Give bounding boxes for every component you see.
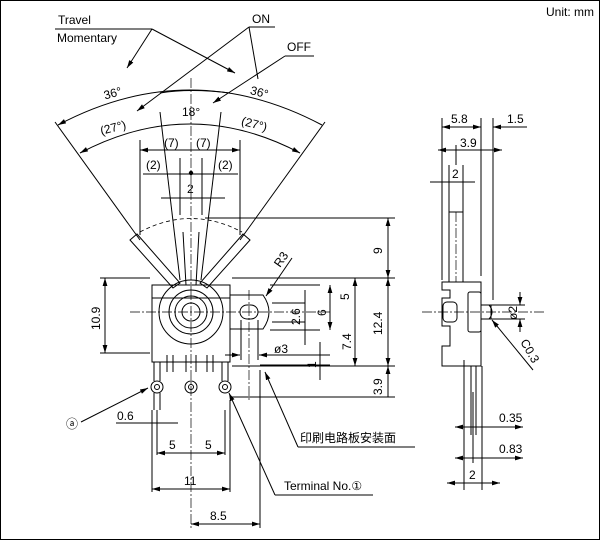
on-label: ON: [252, 12, 270, 26]
momentary-label: Momentary: [57, 31, 117, 45]
dim-height-10-9: 10.9: [89, 277, 150, 354]
dim-12-4-label: 12.4: [371, 311, 385, 335]
dim-9-label: 9: [371, 247, 385, 254]
dim-7-4-label: 7.4: [340, 333, 354, 350]
chamfer-label: C0.3: [517, 337, 542, 366]
callout-off: OFF: [212, 40, 314, 104]
hole-dia-label: ø3: [274, 342, 288, 356]
dim-2-6-label: 2.6: [289, 308, 303, 325]
terminal-no-label: Terminal No.①: [284, 479, 362, 493]
dim-2-left: (2): [146, 158, 161, 172]
side-dim-2-top-label: 2: [452, 167, 459, 181]
marker-a-label: ⓐ: [66, 417, 78, 431]
side-dim-2-bottom-label: 2: [469, 468, 476, 482]
unit-label: Unit: mm: [546, 5, 594, 19]
pitch-left-label: 5: [169, 438, 176, 452]
terminal-3: [218, 362, 232, 394]
dim-1-label: 1: [305, 361, 319, 368]
span-11-label: 11: [184, 474, 197, 488]
callout-terminal-no: Terminal No.①: [228, 392, 373, 496]
angle-center: 18°: [182, 105, 200, 119]
side-dim-0-35-label: 0.35: [499, 411, 523, 425]
dim-5-label: 5: [338, 293, 352, 300]
dim-7-right: (7): [196, 136, 211, 150]
side-view: 5.8 1.5 3.9 2 ø2 C0.3 0.35 0.83 2: [422, 112, 545, 490]
front-view-right-dims: 9 5 2.6 6 7.4 12.4 1 3.9 R3 ø3: [205, 217, 395, 398]
angle-outer-left: 36°: [102, 84, 123, 102]
angle-inner-right: (27°): [240, 114, 269, 134]
angle-outer-right: 36°: [249, 83, 270, 101]
dim-0-6-label: 0.6: [117, 409, 134, 423]
height-10-9-label: 10.9: [89, 306, 103, 330]
lever-dimensions: (7) (7) (2) (2) 2: [139, 136, 241, 235]
callout-travel-momentary: Travel Momentary: [55, 13, 236, 74]
front-view-bottom-dims: 0.6 5 5 11 8.5: [116, 370, 261, 528]
side-dim-5-8-label: 5.8: [451, 112, 468, 126]
shaft-dia-label: ø2: [506, 306, 520, 320]
dim-3-9-label: 3.9: [371, 378, 385, 395]
front-view-body: [129, 218, 330, 530]
off-label: OFF: [287, 40, 311, 54]
pcb-surface-label: 印刷电路板安装面: [300, 430, 396, 445]
dim-6-label: 6: [315, 309, 329, 316]
side-dim-3-9-label: 3.9: [460, 136, 477, 150]
radius-label: R3: [271, 249, 291, 270]
dim-2-center: 2: [187, 182, 194, 196]
callout-on: ON: [136, 12, 275, 112]
terminal-1: [150, 362, 164, 410]
angle-dimensions: 36° 36° 18° (27°) (27°): [54, 78, 326, 290]
dim-7-left: (7): [164, 136, 179, 150]
side-dim-1-5-label: 1.5: [507, 112, 524, 126]
callout-marker-a: ⓐ: [66, 387, 149, 431]
dim-2-right: (2): [218, 158, 233, 172]
pitch-right-label: 5: [205, 438, 212, 452]
side-dim-0-83-label: 0.83: [499, 442, 523, 456]
angle-inner-left: (27°): [99, 118, 128, 138]
travel-label: Travel: [58, 13, 91, 27]
span-8-5-label: 8.5: [210, 509, 227, 523]
callout-pcb-surface: 印刷电路板安装面: [264, 371, 415, 448]
